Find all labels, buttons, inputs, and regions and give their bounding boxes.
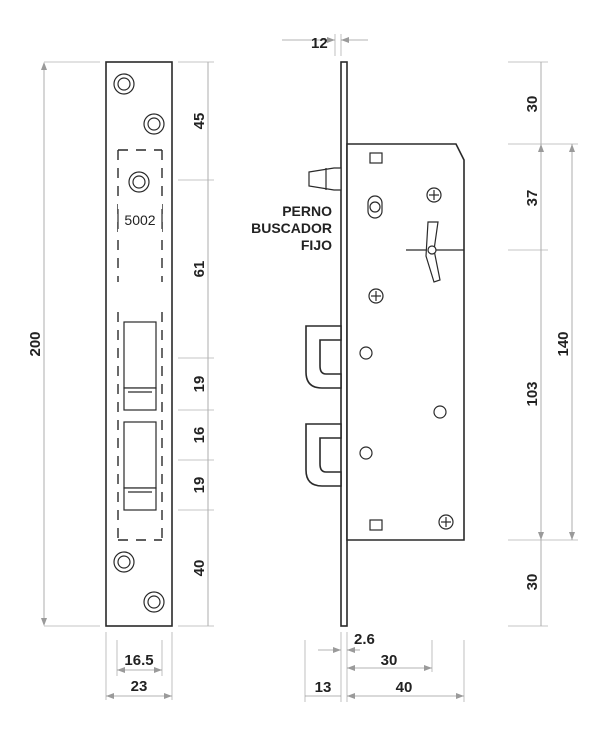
lock-body-view: PERNO BUSCADOR FIJO [251,61,465,627]
lock-case [346,143,465,541]
screw-hole-inner [117,555,131,569]
screw-hole-inner [147,117,161,131]
front-plate [340,61,348,627]
faceplate-dashed-case [117,149,163,541]
segment-label: 40 [191,560,208,577]
segment-label: 30 [524,574,541,591]
segment-label: 103 [524,381,541,406]
segment-label: 37 [524,190,541,207]
segment-label: 45 [191,113,208,130]
backset-outer-label: 40 [396,679,413,696]
fixed-bolt-label-line: FIJO [301,237,332,253]
segment-label: 16 [191,427,208,444]
hook-bolt-lower [305,423,342,487]
plate-thickness-top-label: 12 [311,35,328,52]
latch-cam [406,221,464,283]
hook-bolt-upper [305,325,342,389]
stamp-label: 5002 [124,212,155,228]
faceplate-screw-holes [113,73,165,613]
screw-hole-inner [132,175,146,189]
segment-right-label: 140 [555,331,572,356]
faceplate-view: 5002 [105,61,173,627]
width-outer-label: 23 [131,678,148,695]
plate-thickness-bottom-label: 2.6 [354,631,375,648]
fixed-bolt-label-line: PERNO [282,203,332,219]
case-screws [368,187,454,530]
lock-body-dimensions: 12 30 37 103 30 140 2.6 30 [282,34,578,702]
segment-label: 61 [191,261,208,278]
fixed-bolt-label-line: BUSCADOR [251,220,332,236]
segment-label: 30 [524,96,541,113]
width-inner-label: 16.5 [124,652,153,669]
screw-hole-inner [147,595,161,609]
segment-label: 19 [191,376,208,393]
backset-inner-label: 30 [381,652,398,669]
segment-label: 19 [191,477,208,494]
fixed-bolt [308,167,342,191]
front-projection-label: 13 [315,679,332,696]
screw-hole-inner [117,77,131,91]
faceplate-dimensions: 200 45 61 19 16 19 40 16.5 23 [27,61,214,700]
faceplate-bolt-slots [123,321,157,511]
height-total-label: 200 [27,331,44,356]
bolt-slot-upper [123,321,157,389]
bolt-slot-lower [123,421,157,489]
